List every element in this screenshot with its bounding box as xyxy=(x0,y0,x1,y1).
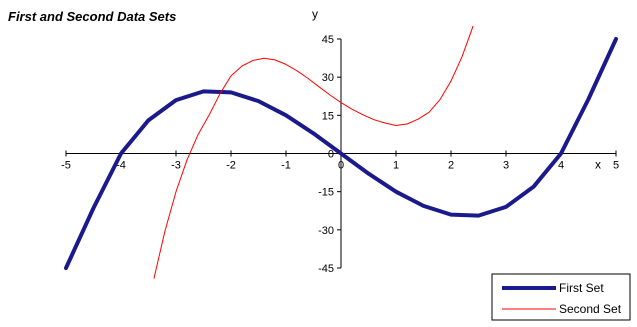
legend-label: First Set xyxy=(559,281,604,295)
y-tick-label: -30 xyxy=(318,225,334,237)
y-tick-label: 30 xyxy=(322,72,334,84)
x-axis-title: x xyxy=(595,158,601,172)
y-tick-label: 45 xyxy=(322,34,334,46)
y-axis-title: y xyxy=(312,7,318,21)
legend-box xyxy=(491,273,631,321)
y-tick-label: 15 xyxy=(322,110,334,122)
y-tick-label: -15 xyxy=(318,187,334,199)
x-tick-label: -3 xyxy=(171,160,181,172)
x-tick-label: 0 xyxy=(338,160,344,172)
y-tick-label: -45 xyxy=(318,263,334,275)
x-tick-label: 2 xyxy=(448,160,454,172)
y-tick-label: 0 xyxy=(328,149,334,161)
series-line-second-set xyxy=(153,25,474,279)
series-line-first-set xyxy=(64,37,618,270)
x-tick-label: -4 xyxy=(116,160,126,172)
x-tick-label: -2 xyxy=(226,160,236,172)
x-tick-label: -5 xyxy=(61,160,71,172)
legend-label: Second Set xyxy=(559,302,622,316)
x-tick-label: 5 xyxy=(613,160,619,172)
x-tick-label: -1 xyxy=(281,160,291,172)
x-tick-label: 1 xyxy=(393,160,399,172)
chart-title: First and Second Data Sets xyxy=(8,9,176,24)
x-tick-label: 3 xyxy=(503,160,509,172)
x-tick-label: 4 xyxy=(558,160,564,172)
